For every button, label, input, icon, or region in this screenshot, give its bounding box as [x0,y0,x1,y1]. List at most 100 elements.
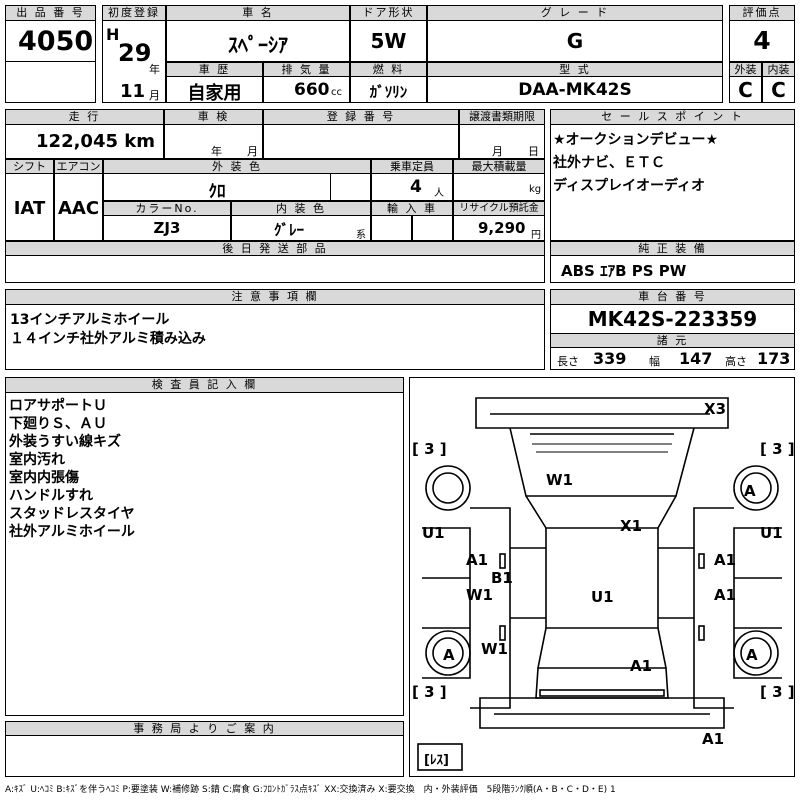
grade: G [566,29,584,53]
tyre-fr: [ 3 ] [760,440,795,458]
fuel-label: 燃 料 [350,62,427,77]
damage-w1-left-rear: W1 [481,640,508,658]
inspector-line: 室内汚れ [9,452,65,468]
door-label: ドア形状 [350,5,427,21]
length-label: 長さ [557,355,579,368]
interior-color-suffix: 系 [356,230,366,241]
damage-a1-bottom: A1 [702,730,725,748]
color-number-cell: ZJ3 [103,215,231,241]
color-number-label: カラーNo. [103,201,231,216]
height: 173 [757,349,791,368]
grade-label: グ レ ー ド [427,5,723,21]
rear-bumper-outline [479,697,725,729]
lot-number: 4050 [18,26,94,57]
exterior-grade: C [738,78,753,102]
car-diagram-svg [417,397,782,771]
model-cell: DAA-MK42S [427,76,723,103]
damage-x1-roof: X1 [620,517,643,535]
notes-cell: 13インチアルミホイール １４インチ社外アルミ積み込み [5,304,545,370]
note-line: 13インチアルミホイール [10,312,170,328]
capacity-unit: 人 [434,188,444,199]
damage-b1: B1 [491,569,513,587]
lot-number-cell: 4050 [5,20,96,62]
inspector-line: スタッドレスタイヤ [9,506,135,522]
mileage: 122,045 km [36,131,155,152]
inspector-line: 外装うすい線キズ [9,434,121,450]
shift-cell: IAT [5,173,54,241]
office-cell [5,735,404,777]
score-label: 評価点 [729,5,795,21]
sales-point-line: ディスプレイオーディオ [553,178,706,194]
registration-month: 11 [120,81,146,102]
inspector-cell: ロアサポートＵ 下廻りＳ、ＡＵ 外装うすい線キズ 室内汚れ 室内内張傷 ハンドル… [5,392,404,716]
roof-outline [545,528,659,629]
inspector-line: ロアサポートＵ [9,398,107,414]
shift: IAT [13,198,46,219]
front-bumper-outline [475,397,729,429]
displacement: 660 [294,80,330,100]
left-side-outline [470,507,511,709]
tyre-rr: [ 3 ] [760,683,795,701]
office-label: 事 務 局 よ り ご 案 内 [5,721,404,736]
interior-label: 内装 [762,62,795,77]
ac-cell: AAC [54,173,103,241]
displacement-unit: cc [331,87,342,98]
history: 自家用 [187,83,242,104]
inspector-line: ハンドルすれ [9,488,93,504]
inspection-year-unit: 年 [211,145,222,158]
transfer-deadline-label: 譲渡書類期限 [459,109,545,125]
damage-a-wheel-fr: A [744,482,756,500]
inspection-cell: 年 月 [164,124,263,159]
damage-w1-left: W1 [466,586,493,604]
transfer-deadline-cell: 月 日 [459,124,545,159]
month-unit: 月 [149,89,160,102]
year-unit: 年 [149,63,160,76]
first-registration-cell: H 29 年 11 月 [102,20,166,103]
notes-label: 注 意 事 項 欄 [5,289,545,305]
color-label: 外 装 色 [103,159,371,174]
load-cell: kg [453,173,545,201]
damage-a1-rear: A1 [630,657,653,675]
car-diagram: X3 [ 3 ] [ 3 ] W1 A X1 U1 U1 A1 A1 B1 W1… [409,377,795,777]
import-cell-b [412,215,453,241]
car-name: ｽﾍﾟｰｼｱ [228,33,288,57]
sales-point-line: ★オークションデビュー★ [553,132,719,148]
capacity-label: 乗車定員 [371,159,453,174]
damage-a1-right-rear-door: A1 [714,586,737,604]
car-name-label: 車 名 [166,5,350,21]
transfer-day-unit: 日 [528,145,539,158]
tyre-fl: [ 3 ] [412,440,447,458]
inspector-line: 下廻りＳ、ＡＵ [9,416,107,432]
chassis-number: MK42S-223359 [587,307,758,331]
length: 339 [593,349,627,368]
interior-cell: C [762,76,795,103]
load-label: 最大積載量 [453,159,545,174]
exterior-cell: C [729,76,762,103]
history-cell: 自家用 [166,76,263,104]
spare-tyre: [ﾚｽ] [424,753,449,768]
mileage-cell: 122,045 km [5,124,164,159]
damage-a1-left-front-door: A1 [466,551,489,569]
note-line: １４インチ社外アルミ積み込み [10,331,206,347]
spec-label: 諸 元 [550,333,795,348]
interior-color-label: 内 装 色 [231,201,371,216]
damage-u1-center: U1 [591,588,614,606]
equipment-label: 純 正 装 備 [550,241,795,256]
mileage-label: 走 行 [5,109,164,125]
sales-point-line: 社外ナビ、ＥＴＣ [553,155,665,171]
damage-x3: X3 [704,400,727,418]
sales-points-cell: ★オークションデビュー★ 社外ナビ、ＥＴＣ ディスプレイオーディオ [550,124,795,241]
equipment-cell: ABS ｴｱB PS PW [550,255,795,283]
score-cell: 4 [729,20,795,62]
damage-a1-right-front-door: A1 [714,551,737,569]
interior-grade: C [771,78,786,102]
damage-u1-right: U1 [760,524,783,542]
lot-number-label: 出 品 番 号 [5,5,96,21]
history-label: 車 歴 [166,62,263,77]
fuel: ｶﾞｿﾘﾝ [369,83,408,101]
sales-points-label: セ ー ル ス ポ イ ン ト [550,109,795,125]
import-label: 輸 入 車 [371,201,453,216]
ac-label: エアコン [54,159,103,174]
displacement-cell: 660 cc [263,76,350,103]
height-label: 高さ [725,355,747,368]
